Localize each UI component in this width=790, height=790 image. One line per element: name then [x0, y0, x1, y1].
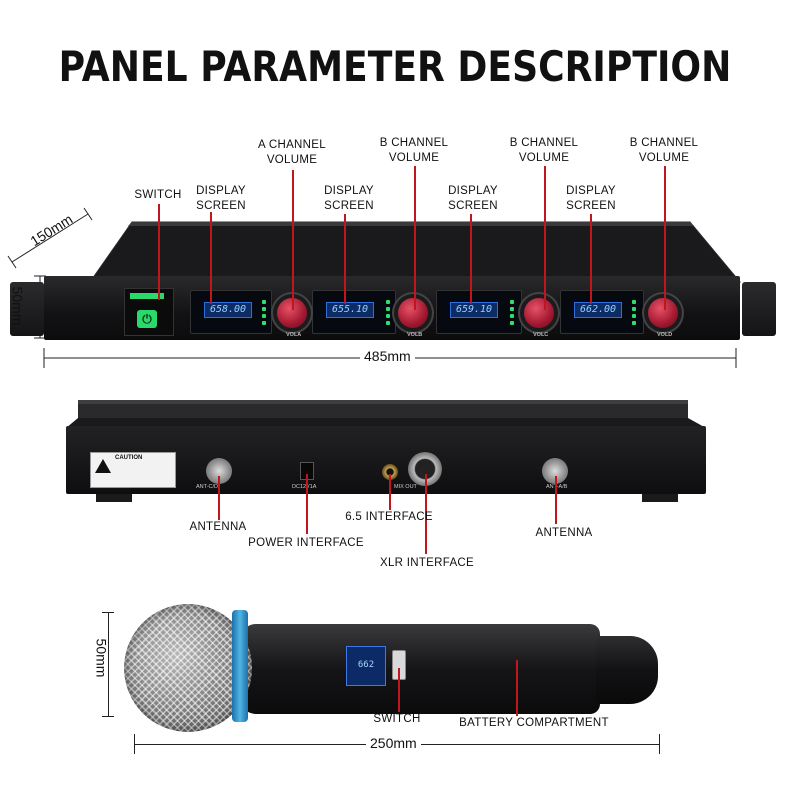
- caution-text: CAUTION: [115, 455, 143, 461]
- callout-line-antenna-left: [218, 476, 220, 520]
- label-antenna-right: ANTENNA: [535, 527, 593, 539]
- label-antenna-left: ANTENNA: [189, 521, 247, 533]
- jack-65-socket[interactable]: [382, 464, 398, 480]
- callout-line-switch: [158, 204, 160, 300]
- callout-line-volume-b1: [414, 166, 416, 310]
- dimension-tick-mic-length-right: [659, 734, 660, 754]
- dimension-tick-mic-height-bottom: [102, 716, 114, 717]
- page-title: PANEL PARAMETER DESCRIPTION: [58, 42, 732, 91]
- power-icon: ⏻: [142, 312, 152, 326]
- rack-ear-left: [10, 282, 44, 336]
- dimension-width-front: 485mm: [360, 348, 415, 364]
- dimension-tick-mic-length-left: [134, 734, 135, 754]
- label-battery-compartment: BATTERY COMPARTMENT: [459, 717, 609, 729]
- lcd-readout-4: 662.00: [574, 302, 622, 318]
- callout-line-volume-a: [292, 170, 294, 310]
- microphone-grille: [124, 604, 252, 732]
- caution-label: CAUTION: [90, 452, 176, 488]
- microphone-ring: [232, 610, 248, 722]
- knob-label-a: VOLA: [286, 332, 302, 338]
- label-switch: SWITCH: [134, 189, 182, 201]
- power-indicator: [130, 293, 164, 299]
- callout-line-display-4: [590, 214, 592, 304]
- dimension-tick-mic-height-top: [102, 612, 114, 613]
- led-meter-4: [632, 300, 636, 328]
- volume-knob-c[interactable]: [524, 298, 554, 328]
- power-switch-button[interactable]: ⏻: [137, 310, 157, 328]
- callout-line-display-2: [344, 214, 346, 304]
- lcd-readout-3: 659.10: [450, 302, 498, 318]
- dimension-line-mic-height: [108, 612, 109, 716]
- callout-line-mic-switch: [398, 668, 400, 712]
- print-ant-right: ANT-A/B: [546, 484, 568, 490]
- callout-line-battery: [516, 660, 518, 716]
- dimension-mic-length: 250mm: [366, 735, 421, 751]
- callout-line-xlr: [425, 474, 427, 554]
- knob-label-c: VOLC: [533, 332, 549, 338]
- volume-knob-d[interactable]: [648, 298, 678, 328]
- label-mic-switch: SWITCH: [373, 713, 421, 725]
- microphone-lcd-text: 662: [357, 660, 375, 670]
- callout-line-volume-b2: [544, 166, 546, 310]
- callout-line-display-3: [470, 214, 472, 304]
- rack-ear-right: [742, 282, 776, 336]
- print-ant-left: ANT-C/D: [196, 484, 218, 490]
- volume-knob-b[interactable]: [398, 298, 428, 328]
- lcd-readout-2: 655.10: [326, 302, 374, 318]
- microphone-handle: [240, 624, 600, 714]
- warning-icon: [95, 459, 111, 473]
- label-xlr-interface: XLR INTERFACE: [379, 557, 474, 569]
- callout-line-65: [389, 474, 391, 510]
- label-power-interface: POWER INTERFACE: [248, 537, 364, 549]
- microphone-lcd: 662: [346, 646, 386, 686]
- label-65-interface: 6.5 INTERFACE: [345, 511, 433, 523]
- print-dc: DC12V1A: [292, 484, 317, 490]
- callout-line-antenna-right: [555, 476, 557, 524]
- dimension-mic-height: 50mm: [93, 638, 110, 678]
- lcd-readout-1: 658.00: [204, 302, 252, 318]
- led-meter-2: [386, 300, 390, 328]
- callout-line-power: [306, 474, 308, 534]
- callout-line-display-1: [210, 212, 212, 304]
- print-mix-out: MIX OUT: [394, 484, 417, 490]
- knob-label-b: VOLB: [407, 332, 423, 338]
- knob-label-d: VOLD: [657, 332, 673, 338]
- callout-line-volume-b3: [664, 166, 666, 310]
- microphone-battery-cap: [596, 636, 658, 704]
- led-meter-3: [510, 300, 514, 328]
- led-meter-1: [262, 300, 266, 328]
